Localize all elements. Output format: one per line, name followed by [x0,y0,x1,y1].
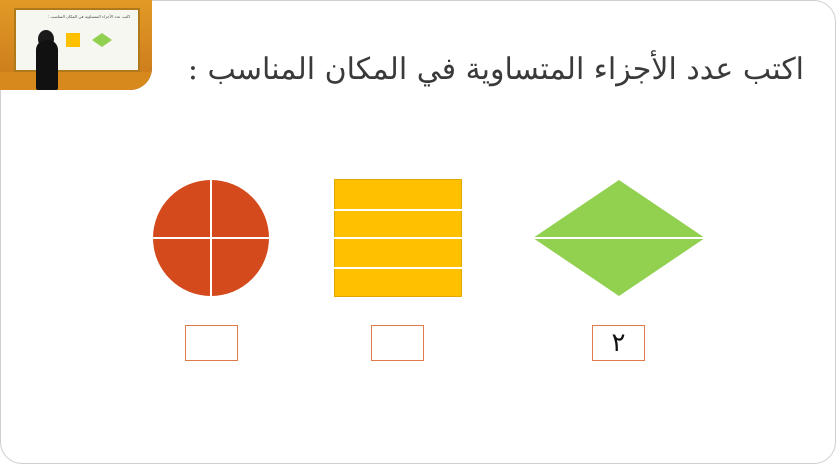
thumbnail-title: اكتب عدد الأجزاء المتساوية في المكان الم… [47,14,130,19]
thumbnail-screen: اكتب عدد الأجزاء المتساوية في المكان الم… [14,8,140,72]
circle-shape [152,179,270,297]
teacher-figure [36,40,58,90]
rectangle-shape [334,179,462,297]
rhombus-answer-box[interactable]: ٢ [592,325,645,361]
thumbnail-shapes [39,33,112,47]
teacher-video-thumbnail[interactable]: اكتب عدد الأجزاء المتساوية في المكان الم… [0,0,152,90]
circle-answer-box[interactable] [185,325,238,361]
rhombus-shape [533,180,705,296]
rectangle-answer-box[interactable] [371,325,424,361]
instruction-text: اكتب عدد الأجزاء المتساوية في المكان الم… [187,52,804,87]
thumbnail-floor [0,72,152,90]
